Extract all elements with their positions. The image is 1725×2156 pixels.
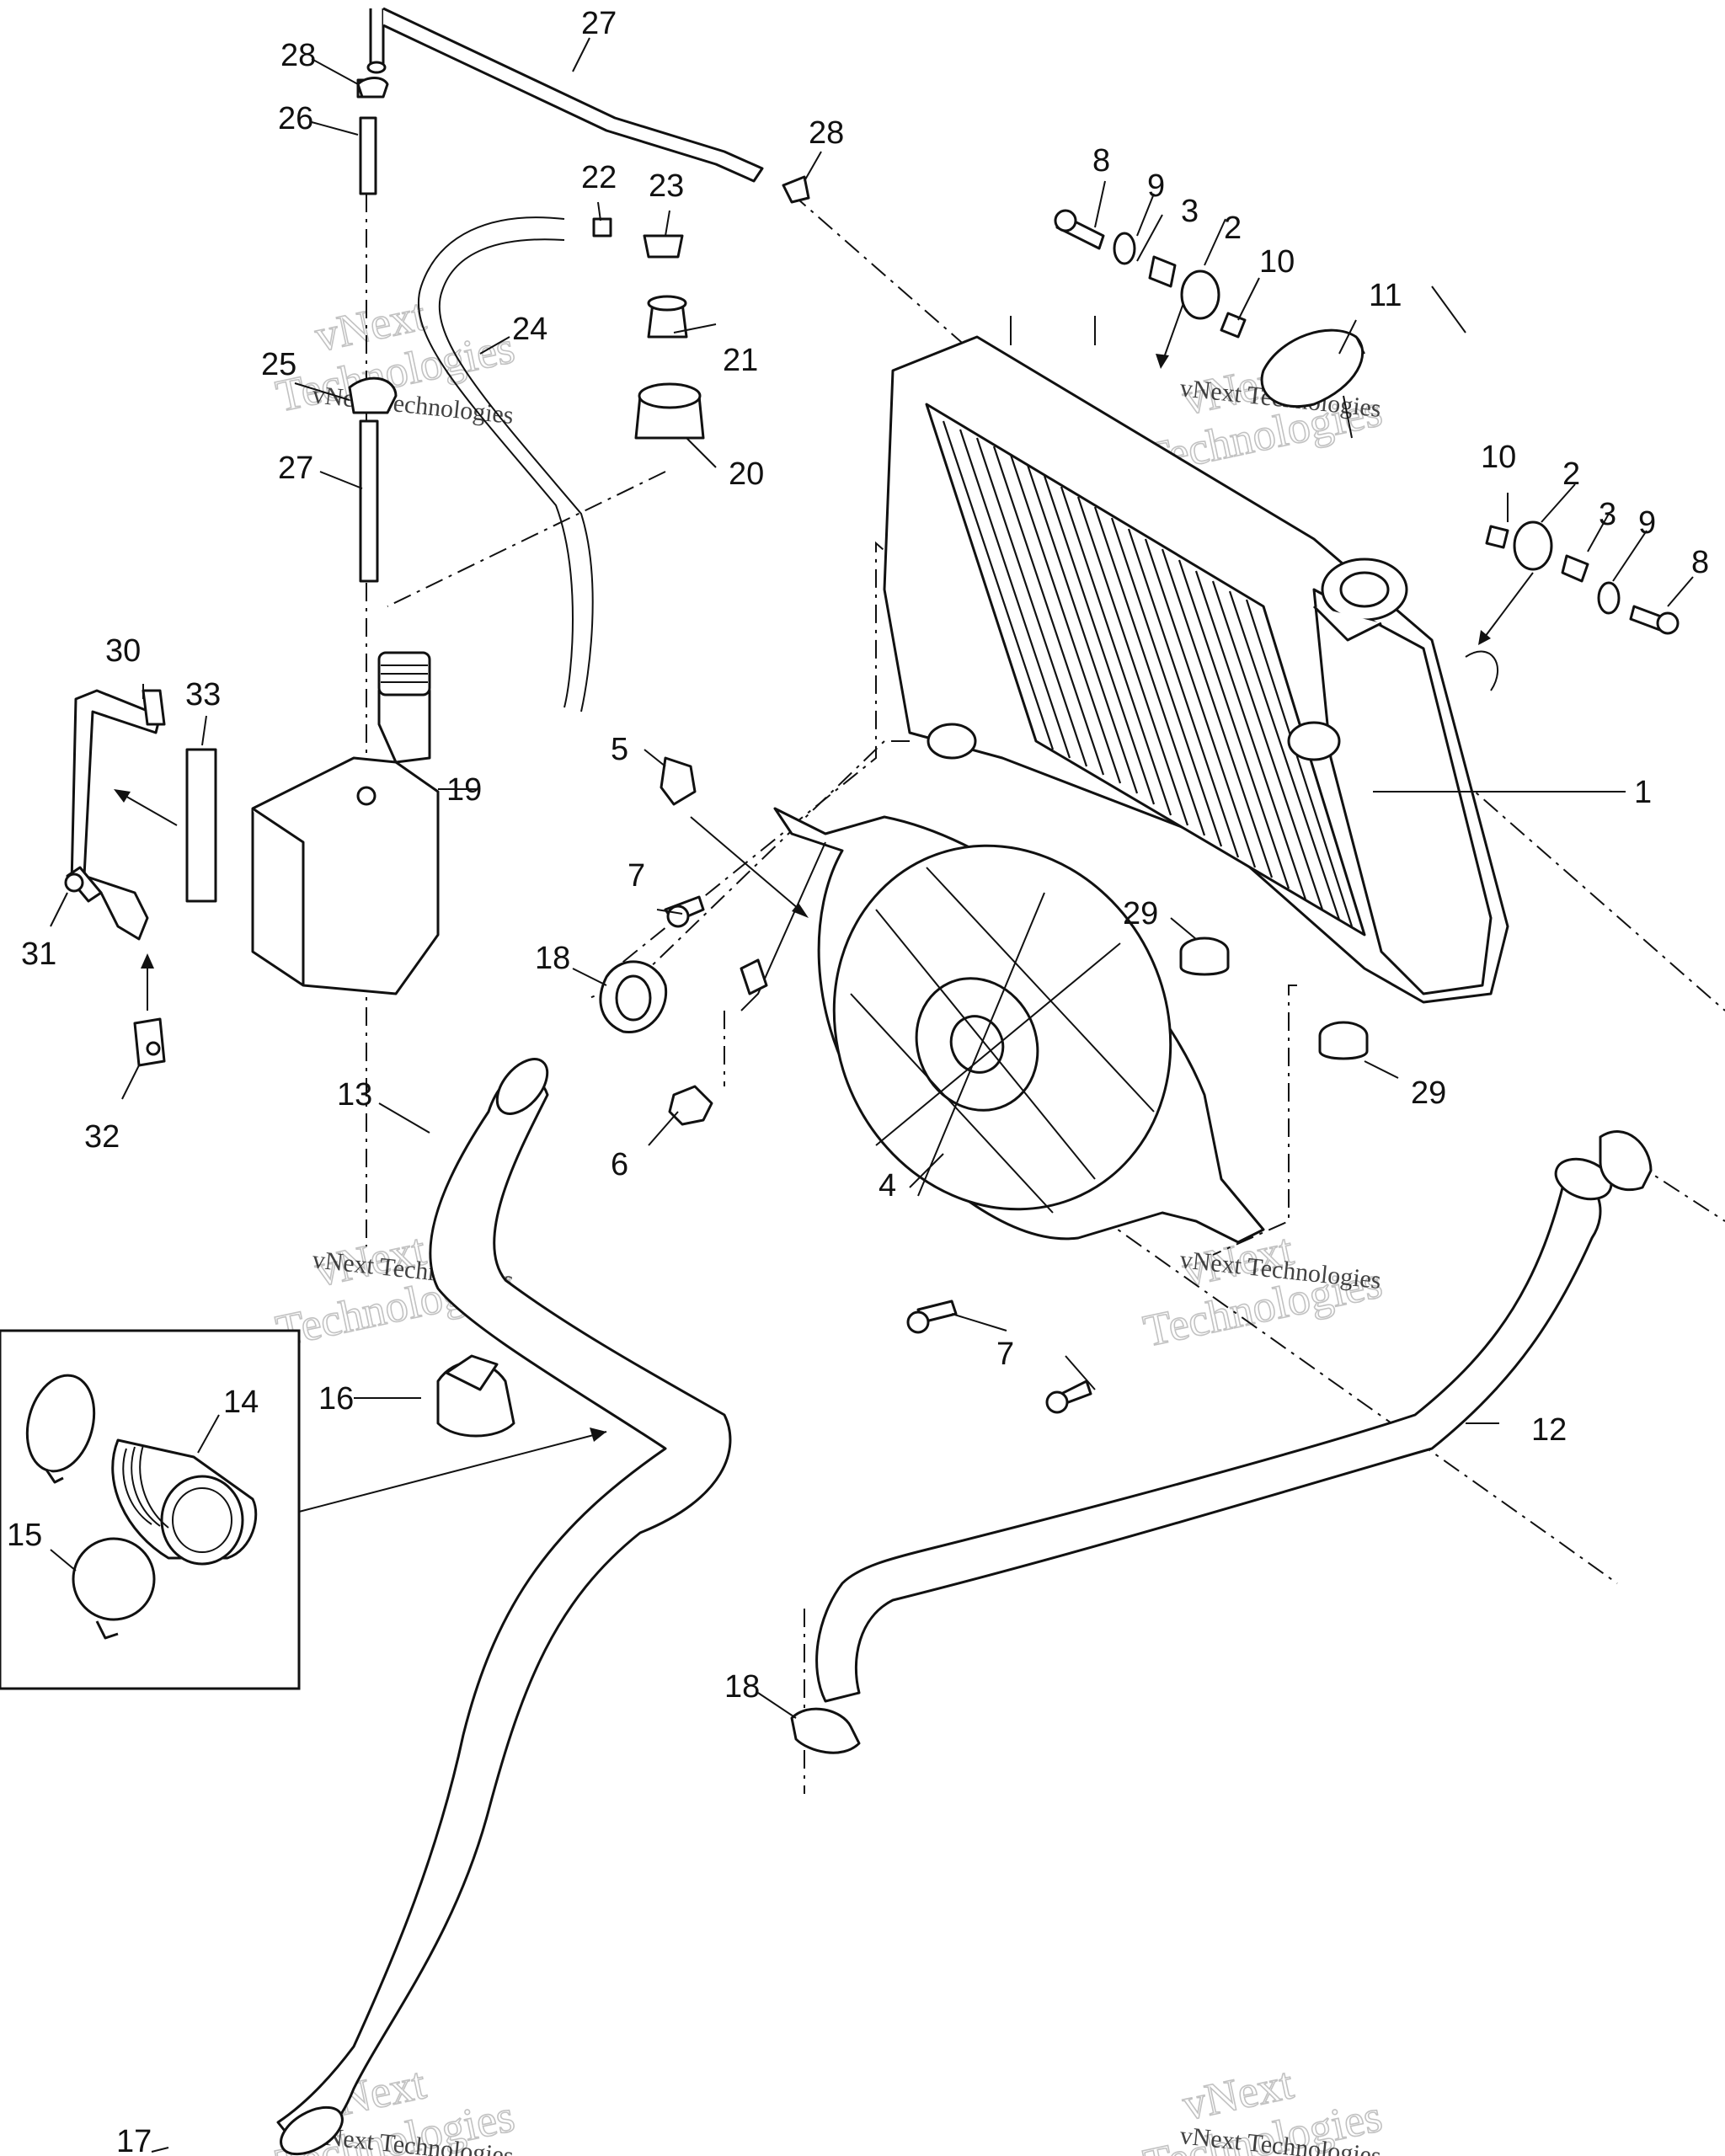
callout-33: 33 <box>185 677 221 712</box>
bolt-7-lower-b <box>1045 1380 1092 1414</box>
hardware-stack-lower <box>1485 520 1680 635</box>
bolt-31 <box>64 866 103 903</box>
callout-5: 5 <box>611 732 628 767</box>
hose-clamp-16 <box>436 1354 515 1438</box>
arrows <box>114 302 1534 1011</box>
hose-clamp-18-upper <box>599 960 668 1033</box>
callout-8a: 8 <box>1092 143 1110 179</box>
radiator-fins <box>942 420 1354 927</box>
callout-10a: 10 <box>1259 244 1295 280</box>
callout-27b: 27 <box>278 451 313 486</box>
callout-2b: 2 <box>1562 456 1580 492</box>
hardware-stack-upper <box>1054 209 1247 339</box>
callout-32: 32 <box>84 1119 120 1155</box>
callout-17: 17 <box>116 2124 152 2156</box>
callout-26: 26 <box>278 101 313 136</box>
coolant-reservoir <box>251 651 440 995</box>
callout-1: 1 <box>1634 775 1652 810</box>
callout-22: 22 <box>581 160 617 195</box>
hose-clamp-right <box>1599 1130 1653 1192</box>
grommet-29-lower <box>1318 1021 1369 1060</box>
callout-18a: 18 <box>535 941 570 976</box>
callout-14: 14 <box>223 1385 259 1420</box>
callout-19: 19 <box>446 772 482 808</box>
cooling-fan <box>740 807 1265 1244</box>
rubber-strap <box>185 748 217 903</box>
radiator-cap <box>1260 328 1365 408</box>
callout-4: 4 <box>879 1168 896 1203</box>
callout-2a: 2 <box>1224 211 1242 246</box>
callout-16: 16 <box>318 1381 354 1417</box>
callout-23: 23 <box>649 168 684 204</box>
callout-8b: 8 <box>1691 545 1709 580</box>
callout-10b: 10 <box>1481 440 1516 475</box>
callout-28b: 28 <box>809 115 844 151</box>
hose-clamp-28 <box>356 77 389 99</box>
callout-9b: 9 <box>1638 505 1656 541</box>
callout-6: 6 <box>611 1147 628 1182</box>
bolt-7-lower-a <box>906 1299 958 1334</box>
callout-7a: 7 <box>628 858 645 894</box>
reservoir-bracket <box>70 689 166 941</box>
callout-24: 24 <box>512 312 547 347</box>
callout-11: 11 <box>1369 278 1402 313</box>
callout-13: 13 <box>337 1077 372 1113</box>
lower-radiator-hose-12 <box>815 1157 1613 1703</box>
grommet-29-upper <box>1179 937 1230 976</box>
reservoir-cap-assembly <box>348 78 810 583</box>
callout-27a: 27 <box>581 6 617 41</box>
callout-25: 25 <box>261 347 296 382</box>
callout-7b: 7 <box>996 1337 1014 1372</box>
callout-21: 21 <box>723 343 758 378</box>
wire-clip-5 <box>660 756 697 806</box>
callout-29a: 29 <box>1123 896 1158 931</box>
overflow-hose-27 <box>366 7 764 183</box>
callout-15: 15 <box>7 1518 42 1553</box>
leader-lines <box>50 37 1694 2153</box>
callout-12: 12 <box>1531 1412 1567 1448</box>
hose-clamp-18-lower <box>790 1707 861 1754</box>
callout-3a: 3 <box>1181 194 1199 229</box>
callout-labels: 1 2 2 3 3 4 5 6 7 7 8 8 9 9 10 10 11 12 … <box>7 6 1709 2156</box>
bolt-7-upper <box>664 895 705 928</box>
upper-radiator-hose-13 <box>276 1058 732 2156</box>
clip-nut-32 <box>133 1017 166 1067</box>
callout-31: 31 <box>21 937 56 972</box>
callout-20: 20 <box>729 456 764 492</box>
callout-18b: 18 <box>724 1669 760 1705</box>
callout-3b: 3 <box>1599 497 1616 532</box>
inset-detail-box <box>0 1329 607 1690</box>
nut-6 <box>668 1085 713 1126</box>
callout-28a: 28 <box>280 38 316 73</box>
callout-9a: 9 <box>1147 168 1165 204</box>
callout-30: 30 <box>105 633 141 669</box>
callout-29b: 29 <box>1411 1075 1446 1111</box>
vent-hose-24 <box>417 216 594 712</box>
